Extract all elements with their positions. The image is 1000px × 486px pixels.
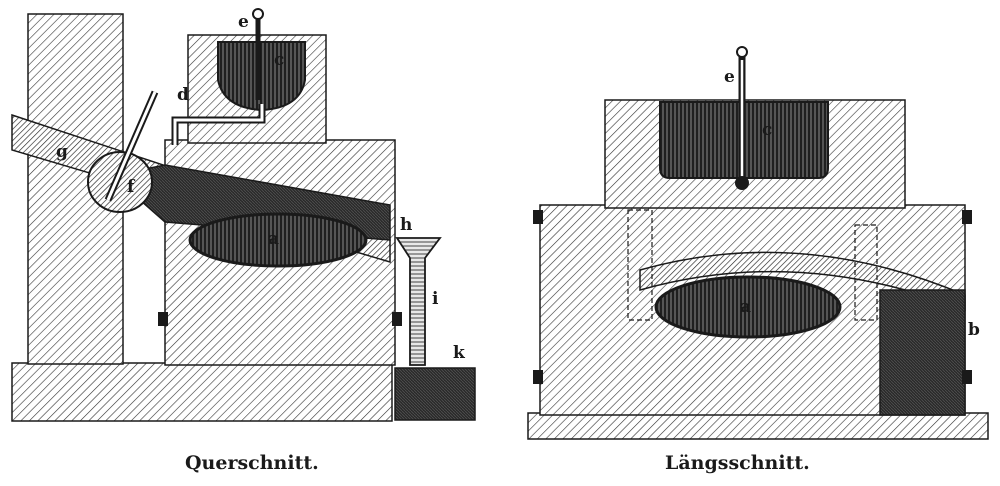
bolt-right-1 xyxy=(533,210,543,224)
bolt-right-3 xyxy=(533,370,543,384)
bolt-right-4 xyxy=(962,370,972,384)
rod-e-handle-right xyxy=(736,46,748,58)
label-a-right: a xyxy=(740,297,751,317)
label-c-right: c xyxy=(762,120,772,140)
dashed-channel-right xyxy=(854,224,878,321)
longitudinal-section-figure: e c a b xyxy=(527,46,989,440)
caption-longitudinal-section: Längsschnitt. xyxy=(665,452,810,474)
label-i: i xyxy=(432,289,439,309)
bolt-left-1 xyxy=(158,312,168,326)
disc-f xyxy=(87,151,153,213)
label-e-right: e xyxy=(724,67,735,87)
label-b: b xyxy=(968,320,980,340)
rod-e-handle-left xyxy=(252,8,264,20)
chamber-a-left xyxy=(188,212,368,268)
label-e-left: e xyxy=(238,12,249,32)
label-a-left: a xyxy=(268,229,279,249)
label-k: k xyxy=(453,343,466,363)
vessel-c-left xyxy=(217,41,306,112)
rear-chamber xyxy=(879,289,966,416)
chamber-a-right xyxy=(654,275,842,339)
label-d: d xyxy=(177,85,189,105)
label-h: h xyxy=(400,215,412,235)
dashed-channel-left xyxy=(627,209,653,321)
valve-ball xyxy=(735,176,749,190)
basin-k xyxy=(394,367,476,421)
ground-slab-right xyxy=(527,412,989,440)
bolt-right-2 xyxy=(962,210,972,224)
ground-slab-left xyxy=(11,362,393,422)
label-f: f xyxy=(127,177,136,197)
label-c-left: c xyxy=(274,50,284,70)
caption-cross-section: Querschnitt. xyxy=(185,452,319,474)
bolt-left-2 xyxy=(392,312,402,326)
cross-section-figure: e c d g f a h i k xyxy=(11,8,476,422)
label-g: g xyxy=(56,142,68,162)
funnel-h xyxy=(395,237,442,366)
